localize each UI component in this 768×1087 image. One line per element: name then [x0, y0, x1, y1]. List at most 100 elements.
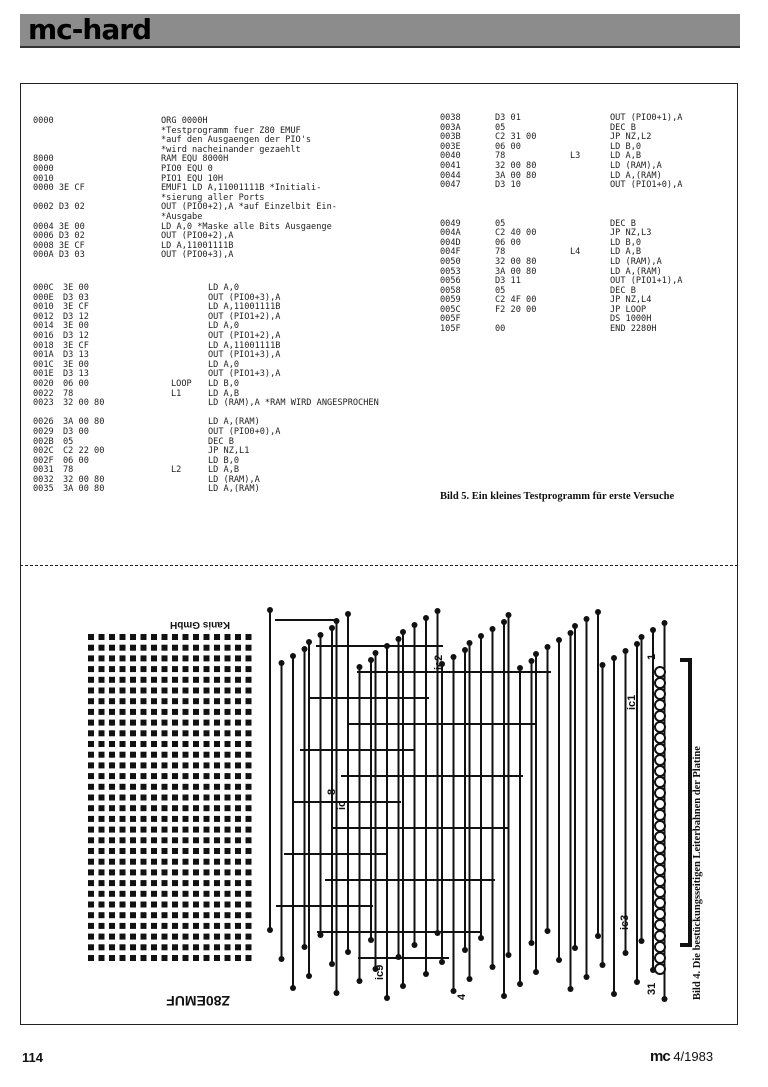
- proto-pad: [193, 783, 199, 790]
- pcb-via: [650, 627, 656, 633]
- proto-pad: [182, 698, 189, 705]
- listing-field: LD (RAM),A: [610, 160, 662, 171]
- proto-pad: [172, 644, 178, 651]
- proto-pad: [224, 805, 231, 812]
- listing-field: 0032: [33, 474, 54, 485]
- proto-pad: [151, 837, 157, 844]
- proto-pad: [172, 837, 178, 844]
- listing-field: 78: [63, 465, 74, 476]
- proto-pad: [203, 730, 210, 737]
- proto-pad: [224, 890, 231, 897]
- proto-pad: [151, 922, 157, 929]
- proto-pad: [119, 751, 126, 758]
- proto-pad: [151, 751, 157, 758]
- proto-pad: [161, 634, 168, 640]
- listing-field: F2 20 00: [495, 304, 537, 315]
- proto-pad: [98, 869, 105, 876]
- listing-field: 3E 00: [63, 359, 89, 370]
- proto-pad: [235, 912, 241, 919]
- connector-pad: [654, 831, 666, 843]
- listing-field: LD B,0: [610, 141, 642, 152]
- listing-field: OUT (PIO0+1),A: [610, 113, 683, 123]
- connector-pad: [654, 721, 666, 733]
- proto-pad: [235, 676, 241, 683]
- proto-pad: [224, 826, 231, 833]
- connector-pad: [654, 908, 666, 920]
- proto-pad: [224, 933, 231, 940]
- proto-pad: [151, 676, 157, 683]
- proto-pad: [130, 805, 136, 812]
- pcb-via: [583, 974, 590, 980]
- proto-pad: [130, 783, 136, 790]
- listing-field: LD (RAM),A: [208, 474, 260, 485]
- proto-pad: [182, 773, 189, 780]
- connector-pad: [654, 699, 666, 711]
- listing-field: JP NZ,L4: [610, 295, 652, 306]
- listing-field: L3: [570, 151, 581, 162]
- proto-pad: [245, 826, 252, 833]
- listing-field: LD (RAM),A: [610, 256, 662, 267]
- proto-pad: [193, 805, 199, 812]
- proto-pad: [161, 666, 168, 673]
- listing-field: 32 00 80: [495, 256, 537, 267]
- connector-pad: [654, 732, 666, 744]
- proto-pad: [98, 644, 105, 651]
- proto-pad: [193, 848, 199, 854]
- pcb-label: Z80EMUF: [166, 993, 230, 1009]
- proto-pad: [119, 719, 126, 726]
- listing-field: 005F: [440, 314, 461, 325]
- listing-field: 0008 3E CF: [33, 240, 85, 251]
- proto-pad: [245, 687, 252, 694]
- pcb-via: [556, 957, 562, 963]
- proto-pad: [214, 794, 220, 801]
- proto-pad: [245, 794, 252, 801]
- pcb-label: ic2: [433, 655, 445, 670]
- proto-pad: [88, 730, 94, 737]
- proto-pad: [119, 708, 126, 715]
- proto-pad: [172, 666, 178, 673]
- proto-pad: [214, 922, 220, 929]
- proto-pad: [224, 794, 231, 801]
- listing-field: *Testprogramm fuer Z80 EMUF: [161, 125, 301, 136]
- proto-pad: [161, 719, 168, 726]
- proto-pad: [203, 933, 210, 940]
- listing-field: 0023: [33, 398, 54, 409]
- proto-pad: [130, 933, 136, 940]
- proto-pad: [203, 751, 210, 758]
- listing-field: LD A,11001111B: [208, 302, 281, 313]
- listing-field: OUT (PIO0+3),A: [208, 292, 281, 303]
- proto-pad: [214, 826, 220, 833]
- proto-pad: [193, 644, 199, 651]
- proto-pad: [172, 698, 178, 705]
- proto-pad: [224, 698, 231, 705]
- proto-pad: [161, 912, 168, 919]
- pcb-via: [567, 986, 574, 992]
- proto-pad: [119, 666, 126, 673]
- proto-pad: [151, 890, 157, 897]
- proto-pad: [130, 687, 136, 694]
- proto-pad: [224, 666, 231, 673]
- pcb-via: [462, 647, 468, 653]
- proto-pad: [88, 912, 94, 919]
- pcb-via: [466, 640, 473, 646]
- proto-pad: [172, 880, 178, 887]
- proto-pad: [140, 730, 147, 737]
- listing-field: 002C: [33, 446, 54, 457]
- listing-field: LOOP: [171, 378, 192, 389]
- proto-pad: [88, 698, 94, 705]
- proto-pad: [214, 687, 220, 694]
- proto-pad: [151, 880, 157, 887]
- pcb-via: [501, 993, 507, 999]
- listing-field: 0059: [440, 295, 461, 306]
- proto-pad: [203, 848, 210, 854]
- proto-pad: [88, 676, 94, 683]
- listing-field: LD A,11001111B: [208, 340, 281, 351]
- listing-field: 003B: [440, 132, 461, 143]
- proto-pad: [140, 698, 147, 705]
- listing-field: END 2280H: [610, 324, 657, 335]
- listing-field: 3E CF: [63, 302, 89, 313]
- proto-pad: [88, 815, 94, 822]
- listing-field: 0026: [33, 417, 54, 428]
- proto-pad: [88, 901, 94, 908]
- proto-pad: [161, 955, 168, 961]
